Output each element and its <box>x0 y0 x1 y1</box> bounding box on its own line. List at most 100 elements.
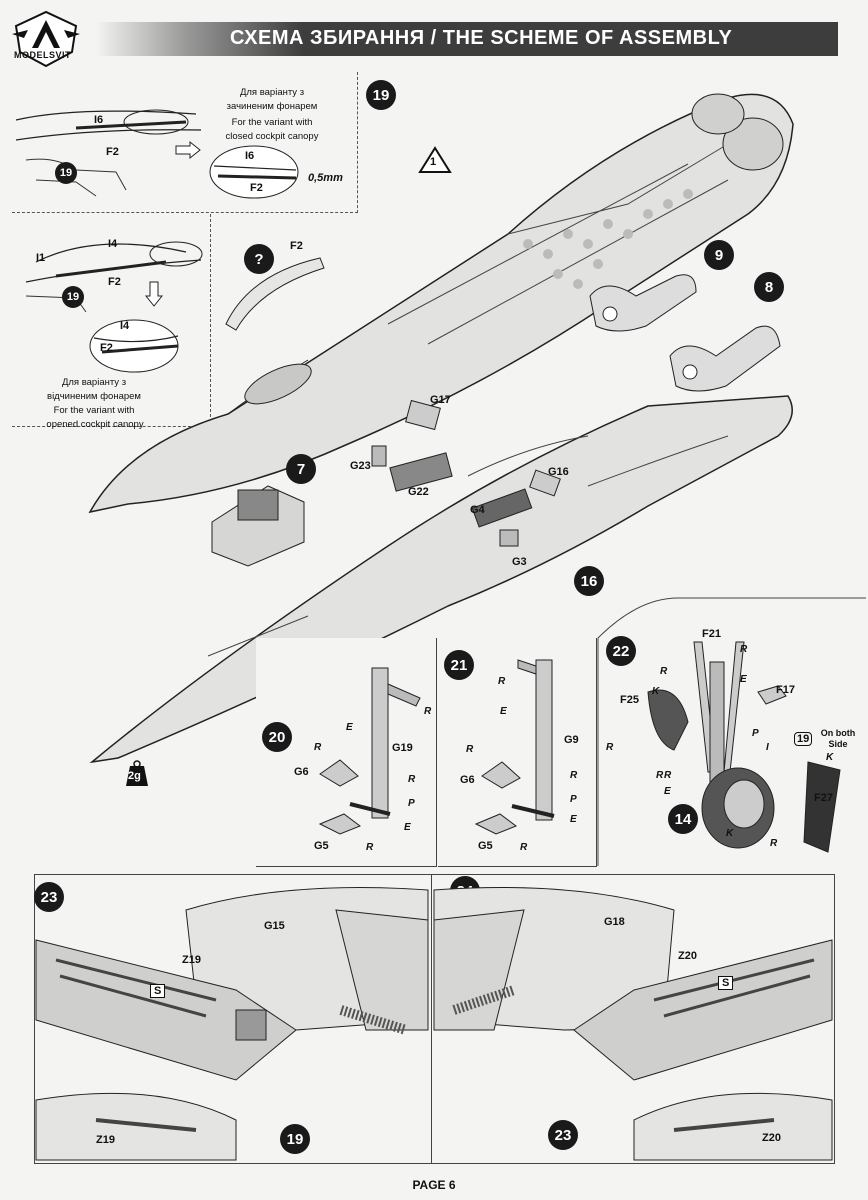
nose-gear-leg-20 <box>318 667 421 835</box>
part-label-g6-21: G6 <box>460 774 475 786</box>
paint-code: P <box>408 798 415 809</box>
small-parts-group <box>371 399 561 547</box>
page-header: СХЕМА ЗБИРАННЯ / THE SCHEME OF ASSEMBLY … <box>0 0 868 68</box>
paint-code: R <box>424 706 432 717</box>
paint-code: R <box>498 676 506 687</box>
page-number: PAGE 6 <box>412 1178 456 1192</box>
gap-dimension: 0,5mm <box>308 172 343 184</box>
note-open-en-2: opened cockpit canopy <box>46 419 144 430</box>
paint-code: E <box>404 822 411 833</box>
paint-code: E <box>570 814 577 825</box>
arrow-icon <box>175 140 201 160</box>
part-label-g5-21: G5 <box>478 840 493 852</box>
main-gear-assembly <box>647 641 841 853</box>
paint-code: R <box>770 838 778 849</box>
step-badge-7: 7 <box>286 454 316 484</box>
question-badge: ? <box>244 244 274 274</box>
part-label-g23: G23 <box>350 460 371 472</box>
part-label-g17: G17 <box>430 394 451 406</box>
paint-code: P <box>570 794 577 805</box>
part-label-f2: F2 <box>106 146 119 158</box>
paint-code: R <box>408 774 416 785</box>
nose-gear-leg-21 <box>474 659 555 835</box>
step-badge-22: 22 <box>606 636 636 666</box>
paint-code: R <box>466 744 474 755</box>
part-label-g9: G9 <box>564 734 579 746</box>
part-label-g15: G15 <box>264 920 285 932</box>
bay-drawing-23 <box>35 887 429 1161</box>
closed-canopy-detail <box>209 145 299 199</box>
note-closed-ua-1: Для варіанту з <box>239 87 305 98</box>
weight-icon <box>126 760 148 786</box>
note-closed-en-2: closed cockpit canopy <box>225 131 319 142</box>
warning-triangle-icon <box>418 146 452 173</box>
step-badge-23: 23 <box>34 882 64 912</box>
logo-text: MODELSVIT <box>14 50 72 60</box>
arrow-down-icon <box>144 281 164 307</box>
intake-parts <box>589 274 781 392</box>
part-label-f25: F25 <box>620 694 639 706</box>
opened-canopy-detail <box>89 319 179 373</box>
paint-code: R <box>314 742 322 753</box>
detail-label-f2: F2 <box>250 182 263 194</box>
header-bar <box>96 22 838 56</box>
on-both-side-note: On both Side <box>820 728 856 749</box>
part-label-g18: G18 <box>604 916 625 928</box>
canopy-part <box>225 257 325 331</box>
opened-canopy-drawing <box>25 241 203 313</box>
paint-code: R <box>366 842 374 853</box>
closed-canopy-drawing <box>15 109 202 197</box>
paint-code: K <box>652 686 660 697</box>
step-badge-19-open: 19 <box>62 286 84 308</box>
paint-code: R <box>660 666 668 677</box>
bay-drawing-24 <box>433 887 833 1161</box>
modelsvit-logo <box>12 10 80 68</box>
note-closed-ua-2: зачиненим фонарем <box>226 101 318 112</box>
step-badge-8: 8 <box>754 272 784 302</box>
step-badge-21: 21 <box>444 650 474 680</box>
detail-label-i4: I4 <box>120 320 130 332</box>
step-badge-14: 14 <box>668 804 698 834</box>
detail-label-f2-open: F2 <box>100 342 113 354</box>
step22-panel-border <box>597 597 866 866</box>
part-label-f21: F21 <box>702 628 721 640</box>
paint-code: E <box>500 706 507 717</box>
step-badge-19-closed: 19 <box>55 162 77 184</box>
part-label-g22: G22 <box>408 486 429 498</box>
cockpit-tub <box>211 485 305 567</box>
paint-code: E <box>664 786 671 797</box>
part-label-i6: I6 <box>94 114 104 126</box>
page-title: СХЕМА ЗБИРАННЯ / THE SCHEME OF ASSEMBLY <box>230 27 733 49</box>
detail-label-z20: Z20 <box>762 1132 781 1144</box>
part-label-g5-20: G5 <box>314 840 329 852</box>
step-badge-20: 20 <box>262 722 292 752</box>
part-label-g6-20: G6 <box>294 766 309 778</box>
part-label-z19: Z19 <box>182 954 201 966</box>
note-open-ua-1: Для варіанту з <box>61 377 127 388</box>
paint-code: E <box>740 674 747 685</box>
part-label-g19: G19 <box>392 742 413 754</box>
paint-code: R <box>570 770 578 781</box>
paint-code: R <box>520 842 528 853</box>
inset-opened-canopy <box>12 214 211 427</box>
step-badge-9: 9 <box>704 240 734 270</box>
paint-code: R <box>664 770 672 781</box>
part-label-i1: I1 <box>36 252 46 264</box>
paint-code: R <box>656 770 664 781</box>
aircraft-upper-fuselage <box>88 93 794 514</box>
part-label-g16: G16 <box>548 466 569 478</box>
paint-code: K <box>826 752 834 763</box>
canopy-part-label: F2 <box>290 240 303 252</box>
detail-label-z19: Z19 <box>96 1134 115 1146</box>
part-label-f17: F17 <box>776 684 795 696</box>
weight-label: 2g <box>128 770 141 782</box>
part-label-z20: Z20 <box>678 950 697 962</box>
part-label-f27: F27 <box>814 792 833 804</box>
inset-closed-canopy <box>12 72 358 213</box>
step-badge-16: 16 <box>574 566 604 596</box>
part-label-g3: G3 <box>512 556 527 568</box>
detail-label-i6: I6 <box>245 150 255 162</box>
step-badge-19-main: 19 <box>366 80 396 110</box>
paint-code: I <box>766 742 769 753</box>
paint-code: R <box>606 742 614 753</box>
